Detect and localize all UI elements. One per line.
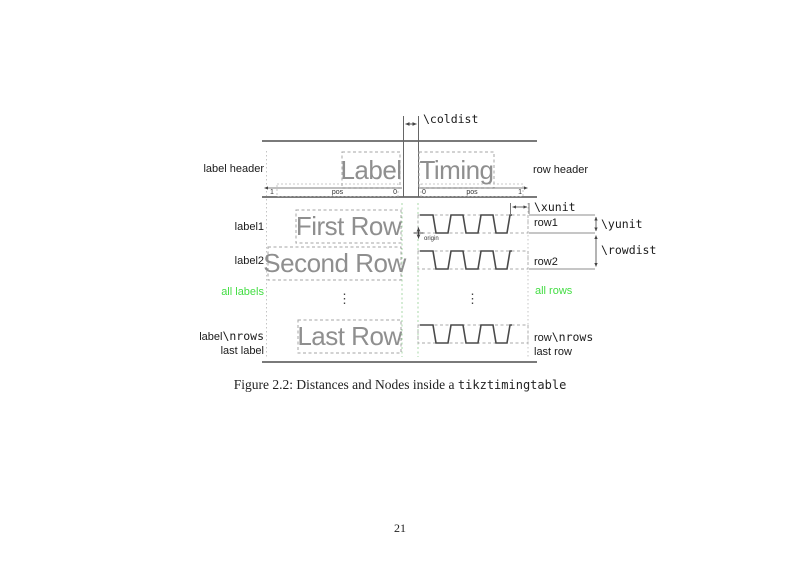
row2-text: row2 <box>534 256 558 268</box>
row-header-text: row header <box>533 164 589 176</box>
label-nrows-prefix: label <box>199 331 223 343</box>
row-nrows-text: row\nrows last row <box>534 330 593 359</box>
all-labels-text: all labels <box>221 286 264 298</box>
row2-waveform <box>419 250 513 270</box>
label1-text: label1 <box>234 221 264 233</box>
label-nrows-text: label\nrows last label <box>140 329 264 358</box>
origin-marker <box>413 227 424 239</box>
row-nrows-macro: \nrows <box>551 330 594 344</box>
figure-caption: Figure 2.2: Distances and Nodes inside a… <box>0 377 800 393</box>
ruler-right-start: 0 <box>422 189 426 196</box>
coldist-annotation: \coldist <box>423 112 479 126</box>
page-number: 21 <box>394 521 406 535</box>
last-row-text: last row <box>534 346 572 358</box>
first-row-node: First Row <box>295 211 402 241</box>
table-rules <box>262 140 537 363</box>
yunit-rowdist-measure <box>529 214 598 270</box>
label-nrows-macro: \nrows <box>222 329 264 343</box>
ruler-right-pos: pos <box>466 189 478 196</box>
last-row-node: Last Row <box>297 321 402 351</box>
yunit-annotation: \yunit <box>601 217 643 231</box>
timing-column-ellipsis: ⋮ <box>466 291 479 306</box>
timing-column-node: Timing <box>419 154 494 185</box>
xunit-measure <box>510 203 530 214</box>
ruler-left-pos: pos <box>331 189 344 196</box>
row1-text: row1 <box>534 217 558 229</box>
pos-ruler <box>264 183 528 197</box>
label-node-boxes <box>267 209 402 354</box>
ruler-left-end: 0 <box>393 189 397 196</box>
row-nrows-prefix: row <box>534 332 552 344</box>
all-rows-text: all rows <box>535 285 573 297</box>
ruler-left-start: 1 <box>270 189 274 196</box>
second-row-node: Second Row <box>263 248 406 278</box>
label-header-text: label header <box>203 163 264 175</box>
caption-code: tikztimingtable <box>457 378 567 392</box>
xunit-annotation: \xunit <box>534 200 576 214</box>
coldist-separator <box>403 116 419 197</box>
last-label-text: last label <box>220 345 264 357</box>
caption-text: Figure 2.2: Distances and Nodes inside a <box>233 377 455 392</box>
ruler-right-end: 1 <box>518 189 522 196</box>
label-column-node: Label <box>340 154 402 185</box>
label2-text: label2 <box>234 255 264 267</box>
row-node-boxes <box>417 214 529 344</box>
lastrow-waveform <box>419 324 513 344</box>
label-column-ellipsis: ⋮ <box>338 291 351 306</box>
row1-waveform <box>419 214 513 234</box>
origin-label: origin <box>424 236 439 242</box>
rowdist-annotation: \rowdist <box>601 243 657 257</box>
